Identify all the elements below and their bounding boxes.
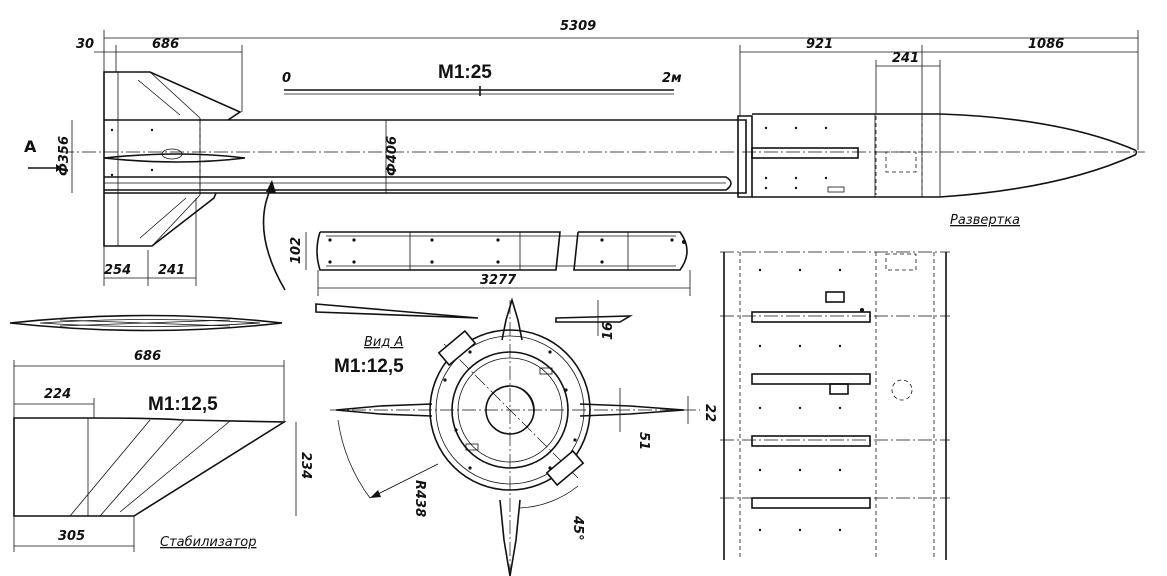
scale-bar [284, 86, 674, 96]
stabilizer-height-label: 234 [298, 452, 313, 479]
raceway-channel-detail [305, 231, 691, 336]
nose-section-label: 921 [806, 37, 833, 52]
fin-section-edge [9, 314, 283, 332]
stabilizer-scale-label: М1:12,5 [148, 394, 218, 415]
tail-diameter-label: Ф356 [57, 136, 72, 176]
fin-tip-offset-label: 254 [104, 263, 131, 278]
view-a-label: Вид А [364, 335, 403, 350]
stabilizer-base-label: 305 [58, 529, 85, 544]
overall-length-label: 5309 [560, 19, 596, 34]
rear-view-a [330, 297, 700, 576]
fin-tip-thickness-label: 22 [702, 404, 717, 422]
stabilizer-tip-label: 224 [44, 387, 71, 402]
channel-length-label: 3277 [480, 273, 517, 288]
unfolded-skin-view [720, 251, 950, 560]
fin-root-length-label: 686 [152, 37, 179, 52]
rocket-side-view [28, 71, 1145, 291]
stabilizer-view [13, 360, 297, 552]
fin-tip-length-label: 241 [158, 263, 185, 278]
body-diameter-label: Ф406 [385, 136, 400, 176]
fin-root-thickness-label: 51 [636, 432, 651, 450]
radius-label: R438 [412, 480, 427, 517]
nose-length-label: 1086 [1028, 37, 1064, 52]
tail-offset-label: 30 [76, 37, 94, 52]
stabilizer-span-label: 686 [134, 349, 161, 364]
view-arrow-label: А [24, 137, 37, 156]
panel-length-label: 241 [892, 51, 919, 66]
scale-bar-start: 0 [282, 71, 291, 86]
unfolded-caption: Развертка [950, 213, 1020, 228]
channel-thickness-label: 16 [601, 322, 616, 340]
angle-label: 45° [570, 515, 585, 541]
view-a-scale-label: М1:12,5 [334, 356, 404, 377]
channel-width-label: 102 [289, 237, 304, 264]
stabilizer-caption: Стабилизатор [160, 535, 257, 550]
scale-bar-end: 2м [662, 71, 682, 86]
main-scale-label: М1:25 [438, 62, 492, 83]
overall-dimensions [71, 30, 1139, 286]
